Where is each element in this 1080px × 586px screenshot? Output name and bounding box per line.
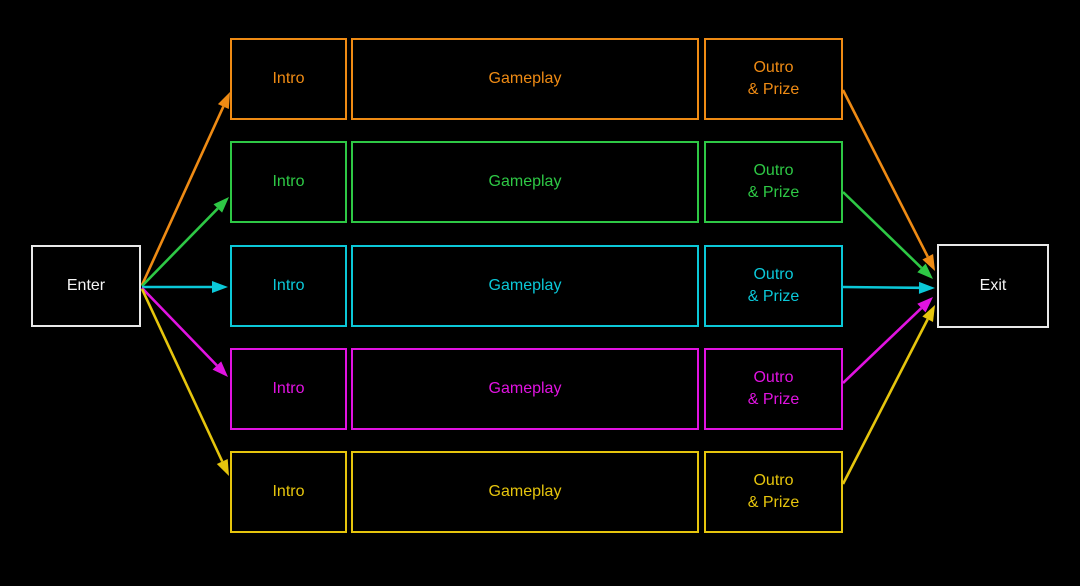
green-gameplay-label: Gameplay [488, 173, 562, 190]
yellow-outro-prize-label: Outro & Prize [747, 472, 800, 511]
edge-cyan-outro-to-exit [842, 281, 935, 294]
magenta-intro-box: Intro [230, 348, 347, 430]
edge-yellow-outro-to-exit [841, 305, 935, 485]
edge-enter-to-green-intro [141, 197, 229, 287]
green-intro-box: Intro [230, 141, 347, 223]
cyan-gameplay-label: Gameplay [488, 277, 562, 294]
edge-orange-outro-to-exit [841, 89, 935, 271]
cyan-intro-label: Intro [272, 277, 305, 294]
edge-enter-to-yellow-intro [140, 288, 229, 476]
green-gameplay-box: Gameplay [351, 141, 699, 223]
cyan-outro-prize-box: Outro & Prize [704, 245, 843, 327]
enter-label: Enter [66, 277, 106, 294]
orange-gameplay-label: Gameplay [488, 70, 562, 87]
orange-outro-prize-box: Outro & Prize [704, 38, 843, 120]
magenta-outro-prize-label: Outro & Prize [747, 369, 800, 408]
magenta-gameplay-box: Gameplay [351, 348, 699, 430]
yellow-gameplay-box: Gameplay [351, 451, 699, 533]
edge-magenta-outro-to-exit [842, 297, 933, 384]
orange-intro-label: Intro [272, 70, 305, 87]
magenta-gameplay-label: Gameplay [488, 380, 562, 397]
edge-green-outro-to-exit [842, 191, 933, 279]
yellow-gameplay-label: Gameplay [488, 483, 562, 500]
cyan-gameplay-box: Gameplay [351, 245, 699, 327]
edge-enter-to-magenta-intro [141, 287, 228, 377]
yellow-intro-box: Intro [230, 451, 347, 533]
green-outro-prize-box: Outro & Prize [704, 141, 843, 223]
orange-intro-box: Intro [230, 38, 347, 120]
yellow-intro-label: Intro [272, 483, 305, 500]
magenta-intro-label: Intro [272, 380, 305, 397]
exit-label: Exit [979, 277, 1007, 294]
edge-enter-to-orange-intro [140, 92, 230, 286]
cyan-intro-box: Intro [230, 245, 347, 327]
orange-outro-prize-label: Outro & Prize [747, 59, 800, 98]
green-outro-prize-label: Outro & Prize [747, 162, 800, 201]
orange-gameplay-box: Gameplay [351, 38, 699, 120]
magenta-outro-prize-box: Outro & Prize [704, 348, 843, 430]
cyan-outro-prize-label: Outro & Prize [747, 266, 800, 305]
exit-node: Exit [937, 244, 1049, 328]
yellow-outro-prize-box: Outro & Prize [704, 451, 843, 533]
green-intro-label: Intro [272, 173, 305, 190]
edge-enter-to-cyan-intro [142, 281, 228, 293]
enter-node: Enter [31, 245, 141, 327]
